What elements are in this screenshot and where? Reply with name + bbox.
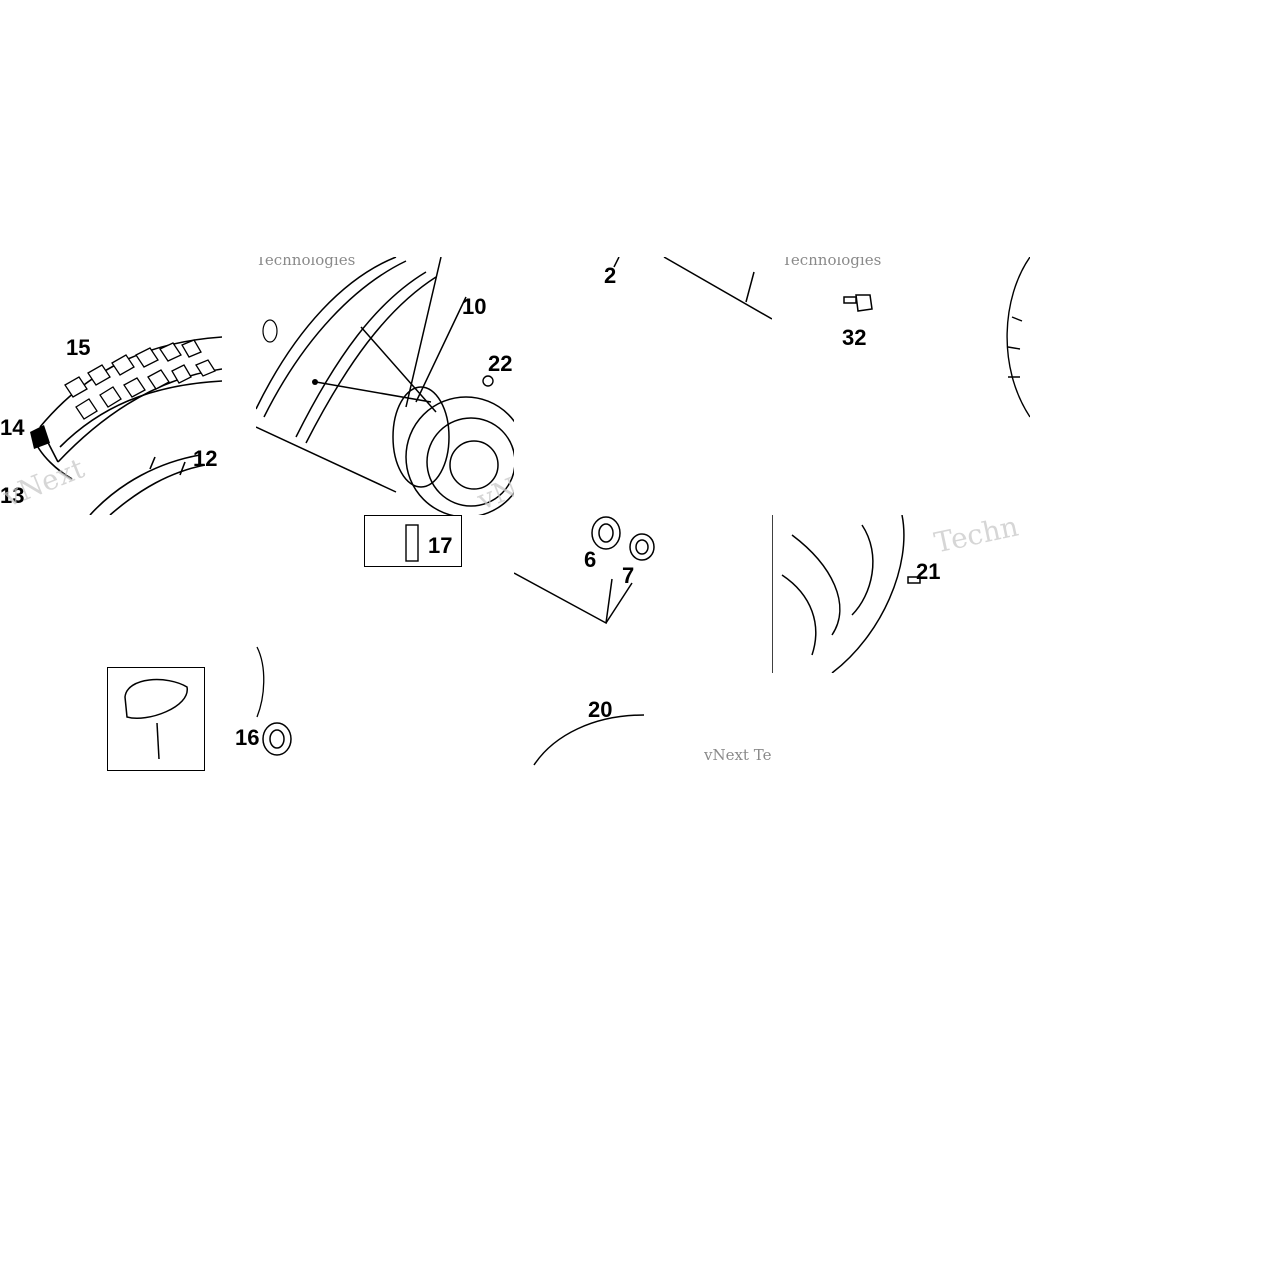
watermark: Technologies	[256, 257, 356, 269]
tile-watermark-bottom: vNext Te	[704, 730, 774, 770]
tile-top-right: 32 Technologies	[772, 257, 1030, 515]
part-label-13: 13	[0, 483, 25, 508]
part-label-21: 21	[916, 559, 941, 584]
part-label-2: 2	[604, 263, 617, 288]
part-label-7: 7	[622, 563, 635, 588]
watermark: vNext Te	[704, 746, 772, 764]
bearing-drawing	[514, 516, 655, 766]
tile-rim-hub: 10 22 Technologies vNext	[256, 257, 514, 515]
part-label-17: 17	[428, 533, 453, 558]
rim-hub-drawing	[256, 257, 514, 515]
spacer-drawing	[364, 515, 462, 567]
part-label-20: 20	[588, 697, 613, 722]
watermark: Technologies	[782, 257, 882, 269]
tube-drawing	[107, 667, 205, 771]
tile-bearing-16: 16	[205, 607, 303, 771]
part-label-16: 16	[235, 725, 260, 750]
part-label-12: 12	[193, 446, 218, 471]
tile-bolt-32: 2	[514, 257, 772, 515]
part-label-6: 6	[584, 547, 597, 572]
bolt-drawing	[613, 257, 772, 320]
bearing-16-drawing	[256, 646, 292, 756]
part-label-10: 10	[462, 294, 487, 319]
part-label-22: 22	[488, 351, 513, 376]
part-label-15: 15	[66, 335, 91, 360]
part-label-32: 32	[842, 325, 867, 350]
tire-drawing	[30, 336, 222, 515]
tile-tube	[107, 667, 205, 771]
brake-disc-drawing	[772, 515, 921, 673]
bolt-32-drawing	[843, 257, 1030, 418]
part-label-14: 14	[0, 415, 25, 440]
tile-spacer-17: 17	[364, 515, 462, 567]
tile-tire: 15 14 13 12 vNext	[0, 257, 222, 515]
tile-brake-disc: 21 Techn	[772, 515, 1030, 673]
